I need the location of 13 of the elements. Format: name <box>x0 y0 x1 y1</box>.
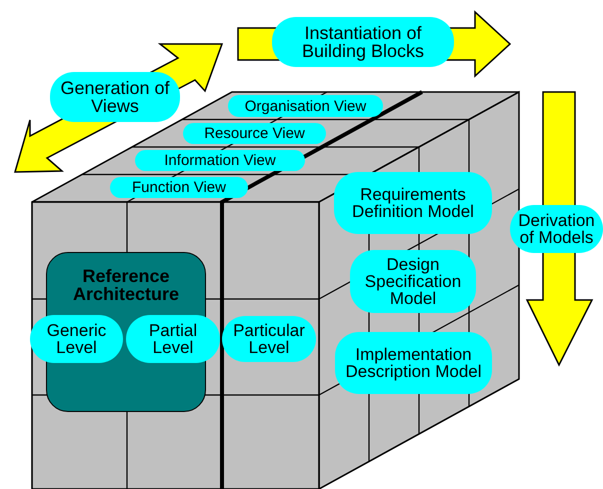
level-label: Generic Level <box>30 315 123 363</box>
model-label: Requirements Definition Model <box>334 172 492 234</box>
arrow-label: Derivation of Models <box>510 205 603 253</box>
model-label: Design Specification Model <box>350 250 476 313</box>
arrow-label: Instantiation of Building Blocks <box>272 17 454 67</box>
arrow-label: Generation of Views <box>50 72 180 122</box>
view-label: Organisation View <box>228 95 383 117</box>
view-label: Resource View <box>183 123 326 144</box>
level-label: Particular Level <box>222 316 316 362</box>
view-label: Information View <box>135 150 305 171</box>
level-label: Partial Level <box>126 315 220 363</box>
view-label: Function View <box>110 177 248 198</box>
model-label: Implementation Description Model <box>335 332 492 394</box>
